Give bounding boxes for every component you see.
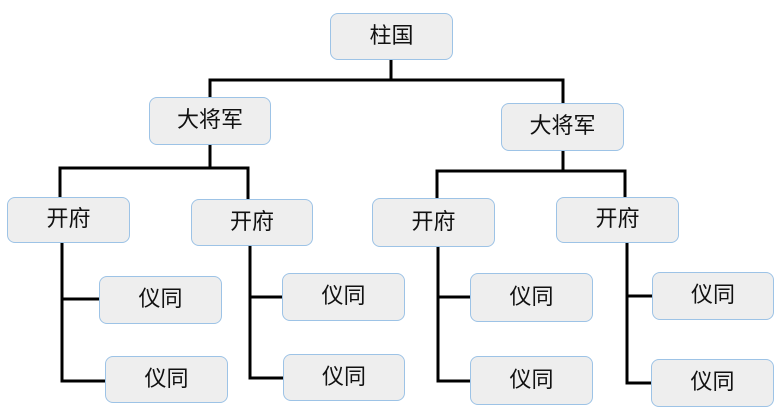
node-yitong: 仪同	[282, 273, 405, 321]
node-prefecture-4: 开府	[556, 197, 679, 243]
node-prefecture-1: 开府	[7, 197, 130, 243]
node-grand-general-left: 大将军	[149, 97, 271, 145]
node-yitong: 仪同	[105, 356, 228, 403]
node-yitong: 仪同	[651, 359, 774, 407]
node-yitong: 仪同	[470, 273, 593, 322]
node-yitong: 仪同	[99, 276, 222, 324]
node-prefecture-3: 开府	[372, 198, 495, 247]
node-yitong: 仪同	[283, 354, 405, 401]
node-yitong: 仪同	[470, 356, 593, 405]
node-grand-general-right: 大将军	[501, 103, 624, 151]
node-yitong: 仪同	[652, 272, 774, 320]
node-pillar-of-state: 柱国	[330, 13, 453, 60]
node-prefecture-2: 开府	[191, 199, 313, 246]
